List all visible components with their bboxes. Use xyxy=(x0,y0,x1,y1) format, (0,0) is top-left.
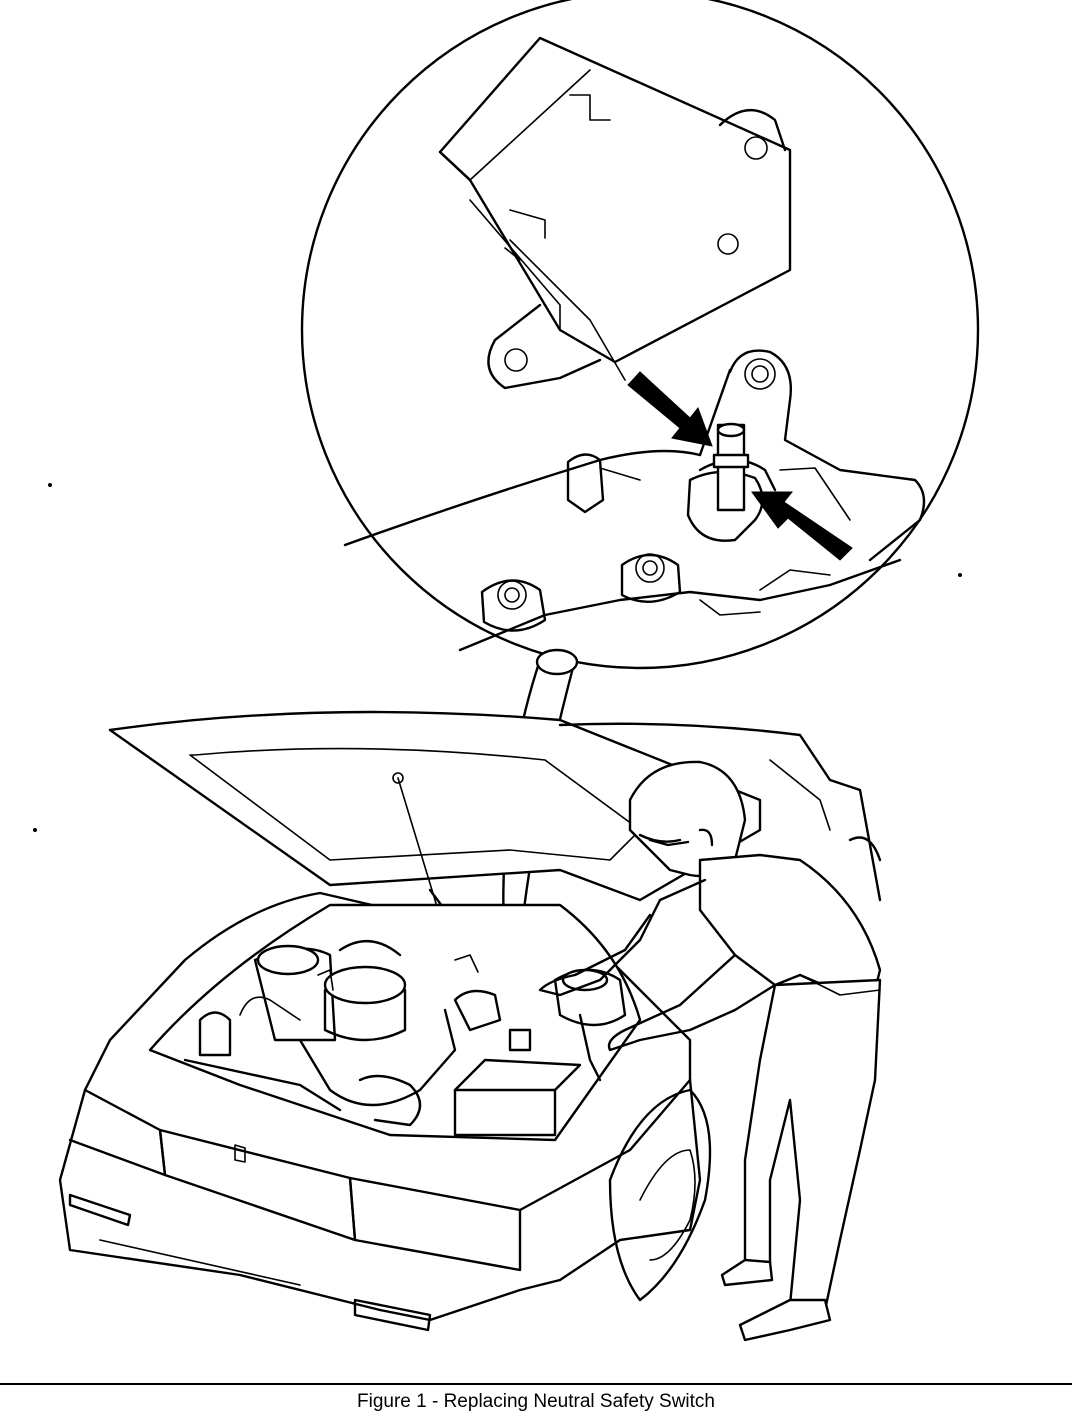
air-cleaner xyxy=(323,965,407,1005)
technician xyxy=(538,760,882,1342)
direction-arrows xyxy=(627,371,853,561)
front-wheel xyxy=(608,1088,712,1302)
technician-legs xyxy=(743,978,882,1312)
scan-speck xyxy=(958,573,962,577)
service-illustration xyxy=(33,0,980,1342)
caption-divider xyxy=(0,1383,1072,1385)
battery xyxy=(453,1088,557,1137)
scan-speck xyxy=(33,828,37,832)
transaxle-case xyxy=(343,349,926,652)
scan-speck xyxy=(48,483,52,487)
headlamp xyxy=(348,1176,522,1272)
arrow-left-icon xyxy=(627,371,713,447)
shoe-left xyxy=(720,1258,774,1287)
technician-arm-left xyxy=(538,878,707,997)
hood xyxy=(108,710,762,902)
detail-magnifier xyxy=(300,0,980,670)
neutral-safety-switch xyxy=(438,36,792,390)
arrow-right-icon xyxy=(751,491,853,561)
selector-shaft xyxy=(712,422,750,512)
figure-caption: Figure 1 - Replacing Neutral Safety Swit… xyxy=(357,1391,715,1412)
shoe-right xyxy=(738,1298,832,1342)
car xyxy=(58,710,882,1332)
safety-glasses xyxy=(648,838,690,847)
technician-torso xyxy=(698,853,882,992)
technician-arm-right xyxy=(607,953,777,1052)
engine xyxy=(183,939,627,1137)
leader-line xyxy=(504,247,521,261)
